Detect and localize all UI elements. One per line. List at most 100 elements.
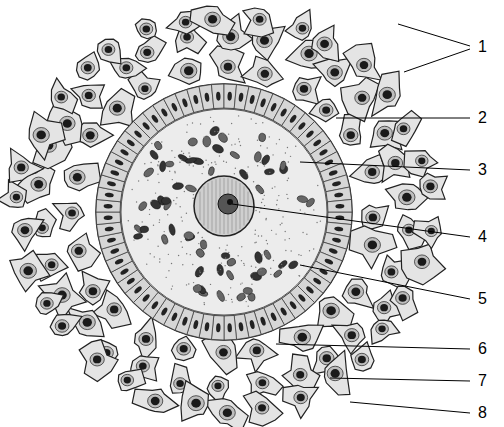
stromal-nucleus	[172, 182, 184, 190]
theca-cell	[313, 58, 352, 87]
stipple-dot	[231, 301, 232, 302]
stipple-dot	[279, 139, 280, 140]
stromal-nucleus	[254, 184, 265, 195]
stipple-dot	[267, 251, 268, 252]
cell-nucleus-halo	[344, 129, 358, 142]
cell-nucleus-halo	[364, 238, 380, 253]
cell-nucleus	[238, 92, 244, 102]
stipple-dot	[193, 282, 194, 283]
cell-nucleus	[368, 168, 376, 176]
cell-nucleus	[142, 335, 150, 343]
callout-number: 3	[478, 161, 487, 179]
stromal-nucleus	[263, 249, 272, 260]
cell-nucleus-halo	[86, 285, 101, 298]
leader-line	[232, 204, 470, 237]
stipple-dot	[255, 242, 256, 243]
stipple-dot	[247, 166, 248, 167]
stromal-nucleus	[258, 133, 266, 142]
stipple-dot	[280, 224, 281, 225]
theca-cell	[64, 163, 101, 191]
callout-number: 6	[478, 340, 487, 358]
stipple-dot	[306, 234, 307, 235]
stipple-dot	[200, 123, 201, 124]
cell-nucleus-halo	[83, 128, 98, 142]
stipple-dot	[255, 230, 256, 231]
cell-nucleus	[83, 318, 92, 327]
stipple-dot	[287, 198, 288, 199]
stipple-dot	[288, 161, 289, 162]
cell-nucleus	[328, 247, 338, 254]
stipple-dot	[272, 154, 273, 155]
stromal-nucleus	[140, 226, 149, 233]
cell-nucleus	[89, 287, 97, 295]
cell-nucleus	[351, 288, 360, 296]
stipple-dot	[155, 192, 156, 193]
cell-nucleus-halo	[327, 66, 342, 80]
stipple-dot	[182, 264, 183, 265]
cell-nucleus	[170, 312, 178, 322]
stipple-dot	[302, 232, 303, 233]
stipple-dot	[266, 218, 267, 219]
stipple-dot	[210, 117, 211, 118]
stipple-dot	[188, 283, 189, 284]
stipple-dot	[248, 305, 249, 306]
stipple-dot	[260, 145, 261, 146]
stipple-dot	[222, 132, 223, 133]
cell-nucleus-halo	[397, 123, 410, 135]
cell-nucleus	[139, 362, 147, 369]
cell-nucleus-halo	[414, 255, 429, 269]
cell-nucleus-halo	[70, 170, 86, 184]
stipple-dot	[173, 200, 174, 201]
stromal-nucleus	[273, 269, 284, 279]
theca-cell	[324, 350, 349, 395]
stipple-dot	[206, 243, 207, 244]
cell-nucleus	[253, 347, 261, 355]
oocyte-hatching	[240, 183, 241, 229]
stromal-nucleus	[277, 259, 288, 269]
stipple-dot	[266, 147, 267, 148]
cell-nucleus	[227, 323, 232, 332]
cell-nucleus	[418, 157, 425, 164]
stipple-dot	[234, 173, 235, 174]
stromal-nucleus	[187, 137, 198, 147]
cell-nucleus	[224, 63, 232, 71]
stipple-dot	[276, 204, 277, 205]
stipple-dot	[241, 260, 242, 261]
cell-nucleus	[297, 394, 305, 402]
stipple-dot	[230, 287, 231, 288]
stipple-dot	[287, 147, 288, 148]
stipple-dot	[180, 241, 181, 242]
stipple-dot	[286, 194, 287, 195]
cell-nucleus-halo	[255, 402, 269, 414]
stipple-dot	[228, 294, 229, 295]
stipple-dot	[237, 255, 238, 256]
stipple-dot	[147, 239, 148, 240]
cell-nucleus	[238, 322, 244, 332]
stromal-nucleus	[200, 240, 207, 250]
cell-nucleus	[85, 92, 93, 99]
cell-nucleus-halo	[33, 128, 49, 143]
stipple-dot	[203, 166, 204, 167]
stipple-dot	[255, 210, 256, 211]
theca-cell	[243, 391, 282, 426]
stipple-dot	[259, 211, 260, 212]
cell-nucleus-halo	[177, 343, 191, 356]
cell-nucleus-halo	[65, 207, 78, 219]
theca-cell	[97, 39, 121, 64]
stipple-dot	[186, 212, 187, 213]
theca-cell	[0, 180, 26, 208]
cell-nucleus-halo	[366, 211, 380, 224]
stipple-dot	[269, 136, 270, 137]
stipple-dot	[164, 243, 165, 244]
cell-nucleus	[193, 320, 199, 330]
stipple-dot	[276, 143, 277, 144]
stipple-dot	[163, 231, 164, 232]
stipple-dot	[278, 208, 279, 209]
cell-nucleus-halo	[297, 82, 311, 95]
cell-nucleus	[249, 320, 255, 330]
stipple-dot	[210, 284, 211, 285]
cell-nucleus	[358, 94, 367, 102]
cell-nucleus	[380, 129, 389, 137]
stipple-dot	[161, 141, 162, 142]
stipple-dot	[168, 270, 169, 271]
